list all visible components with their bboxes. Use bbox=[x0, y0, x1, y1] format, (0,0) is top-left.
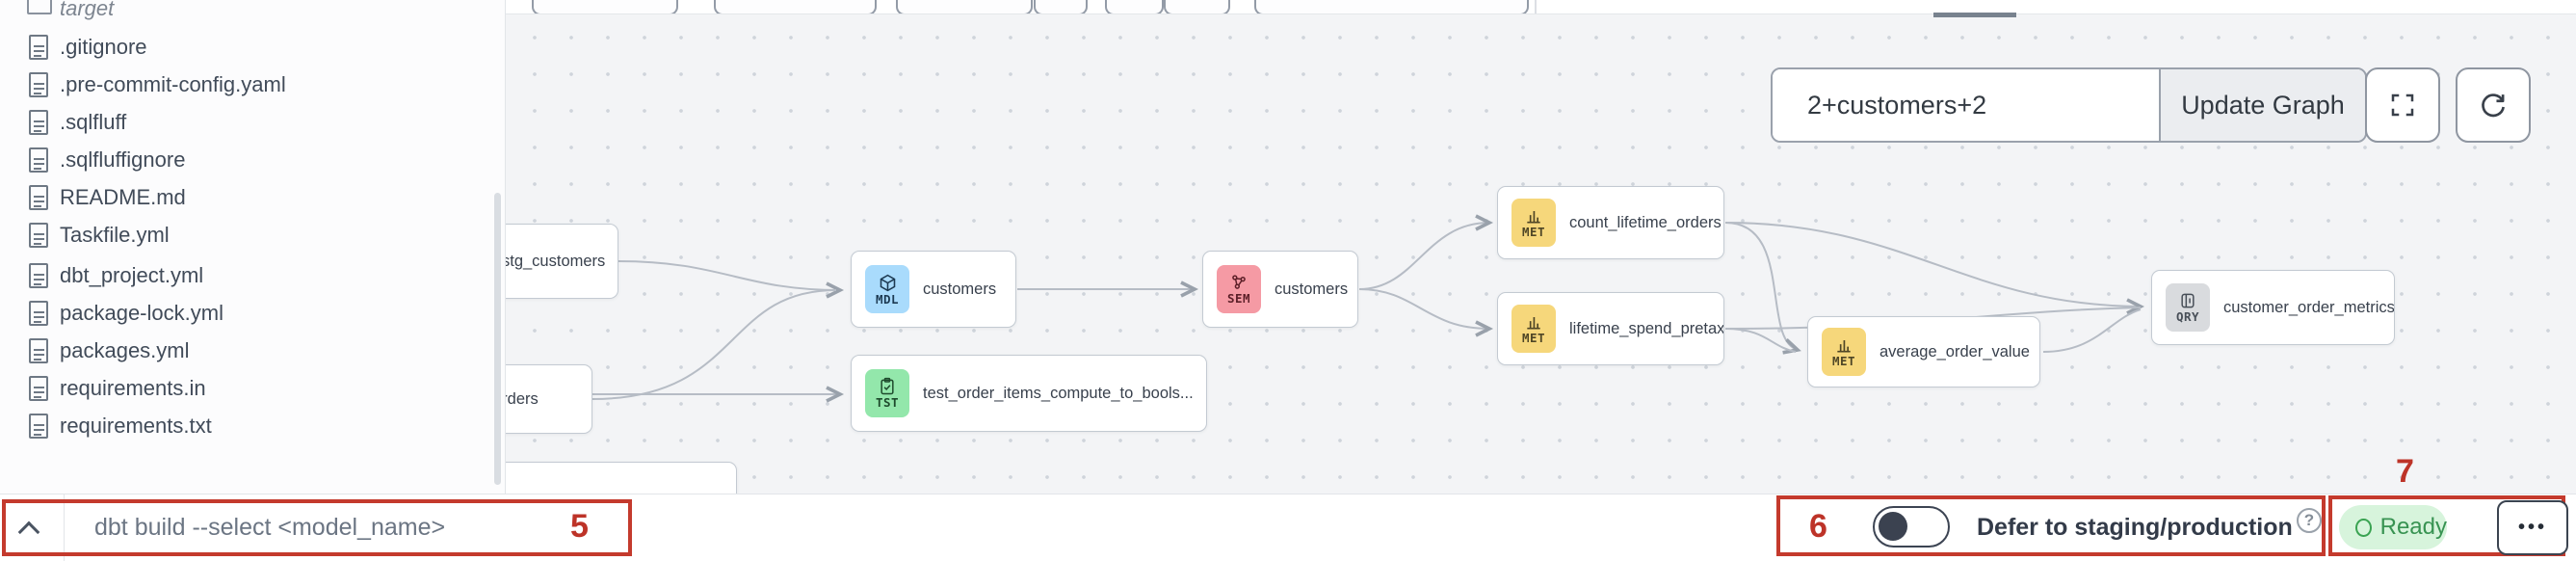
command-input[interactable]: dbt build --select <model_name> bbox=[94, 514, 446, 541]
node-badge: SEM bbox=[1226, 291, 1251, 306]
file-row[interactable]: .sqlfluffignore bbox=[0, 141, 505, 178]
metric-icon: MET bbox=[1511, 305, 1556, 353]
editor-toolbar-cutoff bbox=[505, 0, 2576, 14]
node-badge: MET bbox=[1521, 331, 1546, 345]
file-row[interactable]: README.md bbox=[0, 178, 505, 216]
file-row[interactable]: package-lock.yml bbox=[0, 294, 505, 332]
file-row[interactable]: Taskfile.yml bbox=[0, 216, 505, 254]
command-bar: dbt build --select <model_name> bbox=[0, 494, 2576, 561]
file-icon bbox=[29, 222, 48, 248]
node-customer-order-metrics[interactable]: QRY customer_order_metrics bbox=[2151, 270, 2395, 345]
refresh-icon bbox=[2482, 94, 2505, 118]
node-label: lifetime_spend_pretax bbox=[1569, 319, 1724, 337]
folder-icon bbox=[27, 0, 52, 14]
annotation-number-5: 5 bbox=[570, 508, 589, 545]
status-circle-icon bbox=[2355, 518, 2372, 537]
active-tab-underline bbox=[1933, 13, 2016, 17]
node-label: customers bbox=[923, 280, 997, 298]
metric-icon: MET bbox=[1511, 199, 1556, 247]
status-badge[interactable]: Ready bbox=[2339, 505, 2447, 549]
node-label: test_order_items_compute_to_bools... bbox=[923, 384, 1194, 402]
file-icon bbox=[29, 184, 48, 210]
node-customers-model[interactable]: MDL customers bbox=[851, 251, 1016, 328]
help-icon[interactable]: ? bbox=[2297, 508, 2322, 533]
file-icon bbox=[29, 71, 48, 97]
node-label: stg_customers bbox=[502, 252, 606, 270]
toggle-knob bbox=[1879, 512, 1907, 541]
node-badge: TST bbox=[875, 395, 900, 410]
file-icon bbox=[29, 147, 48, 173]
toolbar-button-partial[interactable] bbox=[896, 0, 1033, 13]
status-label: Ready bbox=[2379, 514, 2447, 540]
file-row[interactable]: requirements.txt bbox=[0, 407, 505, 444]
node-lifetime-spend-pretax[interactable]: MET lifetime_spend_pretax bbox=[1497, 292, 1724, 365]
file-explorer: target .gitignore .pre-commit-config.yam… bbox=[0, 0, 506, 494]
file-explorer-scrollbar[interactable] bbox=[494, 193, 501, 485]
saved-query-icon: QRY bbox=[2166, 283, 2210, 332]
annotation-number-7: 7 bbox=[2396, 453, 2414, 490]
file-row[interactable]: requirements.in bbox=[0, 369, 505, 407]
metric-icon: MET bbox=[1822, 328, 1866, 376]
toolbar-button-partial[interactable] bbox=[714, 0, 877, 13]
node-badge: MET bbox=[1521, 225, 1546, 239]
file-row[interactable]: .gitignore bbox=[0, 28, 505, 66]
selector-input[interactable] bbox=[1773, 69, 2159, 141]
refresh-button[interactable] bbox=[2456, 67, 2531, 143]
file-row[interactable]: dbt_project.yml bbox=[0, 256, 505, 294]
toolbar-button-partial[interactable] bbox=[1254, 0, 1529, 13]
node-label: customers bbox=[1275, 280, 1349, 298]
node-badge: MET bbox=[1831, 354, 1856, 368]
overflow-menu-button[interactable]: ••• bbox=[2497, 500, 2568, 555]
file-row[interactable]: .pre-commit-config.yaml bbox=[0, 66, 505, 103]
node-label: customer_order_metrics bbox=[2223, 298, 2395, 316]
toolbar-button-partial[interactable] bbox=[532, 0, 678, 13]
toolbar-button-partial[interactable] bbox=[1034, 0, 1088, 13]
test-icon: TST bbox=[865, 369, 909, 417]
toolbar-button-partial[interactable] bbox=[1105, 0, 1164, 13]
fullscreen-button[interactable] bbox=[2365, 67, 2440, 143]
node-label: average_order_value bbox=[1879, 342, 2030, 361]
defer-toggle-label: Defer to staging/production bbox=[1977, 514, 2293, 541]
toolbar-button-partial[interactable] bbox=[1164, 0, 1230, 13]
file-icon bbox=[29, 109, 48, 135]
annotation-box-6 bbox=[1776, 495, 2326, 556]
pane-divider bbox=[1535, 0, 1537, 13]
annotation-box-5 bbox=[2, 499, 632, 556]
fullscreen-icon bbox=[2391, 94, 2414, 117]
file-icon bbox=[29, 337, 48, 363]
file-icon bbox=[29, 34, 48, 60]
file-row[interactable]: packages.yml bbox=[0, 332, 505, 369]
semantic-model-icon: SEM bbox=[1217, 265, 1261, 313]
annotation-number-6: 6 bbox=[1809, 508, 1827, 545]
node-badge: QRY bbox=[2175, 309, 2200, 324]
file-icon bbox=[29, 375, 48, 401]
file-icon bbox=[29, 413, 48, 439]
node-customers-semantic[interactable]: SEM customers bbox=[1202, 251, 1358, 328]
node-test-order-items[interactable]: TST test_order_items_compute_to_bools... bbox=[851, 355, 1207, 432]
node-label: count_lifetime_orders bbox=[1569, 213, 1722, 231]
file-icon bbox=[29, 262, 48, 288]
node-count-lifetime-orders[interactable]: MET count_lifetime_orders bbox=[1497, 186, 1724, 259]
command-bar-divider bbox=[64, 494, 65, 561]
model-icon: MDL bbox=[865, 265, 909, 313]
defer-toggle[interactable] bbox=[1873, 506, 1950, 548]
file-icon bbox=[29, 300, 48, 326]
file-row-target[interactable]: target bbox=[0, 0, 505, 27]
update-graph-button[interactable]: Update Graph bbox=[2159, 69, 2365, 141]
file-row[interactable]: .sqlfluff bbox=[0, 103, 505, 141]
lineage-selector-control: Update Graph bbox=[1771, 67, 2367, 143]
node-average-order-value[interactable]: MET average_order_value bbox=[1807, 316, 2040, 387]
node-badge: MDL bbox=[875, 291, 900, 307]
